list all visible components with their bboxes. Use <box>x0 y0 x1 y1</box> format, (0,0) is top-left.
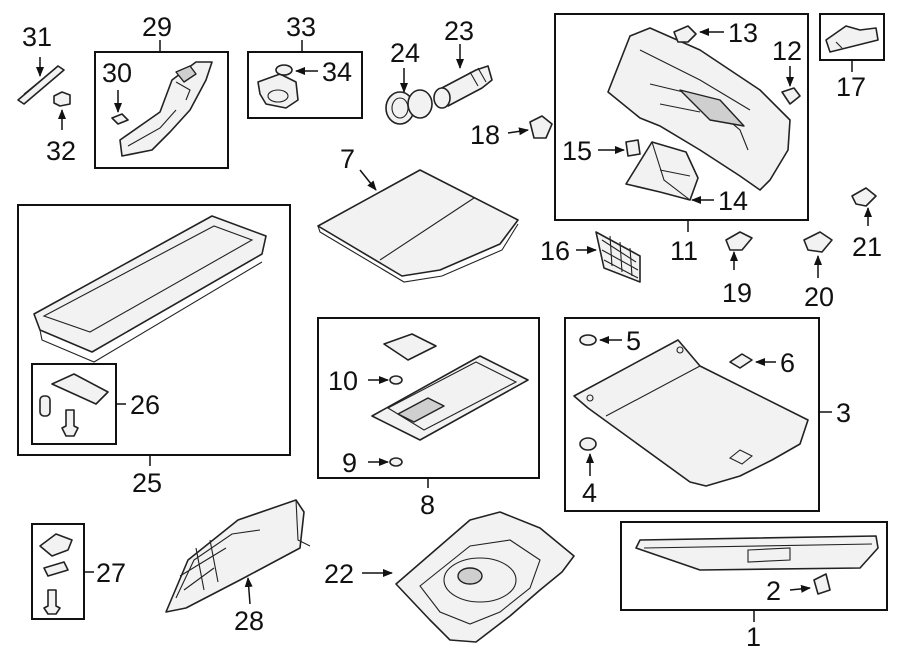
callout-20: 20 <box>804 282 834 312</box>
callout-17: 17 <box>836 72 866 102</box>
callout-21: 21 <box>852 232 882 262</box>
part-33-lamp-housing <box>257 73 299 109</box>
callout-34: 34 <box>322 57 352 87</box>
part-22-spare-tire-well <box>395 511 575 643</box>
part-2-clip <box>813 573 831 595</box>
callout-10: 10 <box>328 366 358 396</box>
leader-28 <box>244 577 253 605</box>
callout-1: 1 <box>746 622 761 652</box>
callout-5: 5 <box>626 326 641 356</box>
callout-8: 8 <box>420 490 435 520</box>
part-28-side-storage-bin <box>165 499 311 613</box>
part-18-clip <box>529 115 553 139</box>
group-box-3 <box>564 317 820 512</box>
part-13-clip <box>673 25 697 43</box>
part-16-cargo-net <box>595 231 641 283</box>
part-14-bracket <box>625 141 699 201</box>
leader-2 <box>789 584 811 593</box>
callout-3: 3 <box>836 398 851 428</box>
callout-24: 24 <box>390 38 420 68</box>
leader-7 <box>359 169 377 191</box>
callout-7: 7 <box>340 144 355 174</box>
part-6-hook <box>729 353 753 369</box>
callout-32: 32 <box>46 136 76 166</box>
part-25-cargo-cover <box>33 215 267 363</box>
callout-14: 14 <box>718 186 748 216</box>
part-17-bracket <box>825 25 879 53</box>
callout-30: 30 <box>102 58 132 88</box>
callout-33: 33 <box>286 12 316 42</box>
group-box-11 <box>554 13 809 221</box>
group-box-25 <box>17 204 291 456</box>
part-27-hardware <box>39 533 73 615</box>
leader-18 <box>507 127 529 136</box>
callout-25: 25 <box>132 468 162 498</box>
callout-4: 4 <box>582 478 597 508</box>
part-4-clip <box>579 437 597 451</box>
callout-12: 12 <box>772 36 802 66</box>
group-box-33 <box>247 51 363 119</box>
part-24-socket-ring <box>385 89 433 125</box>
part-10-clip <box>389 375 403 385</box>
part-34-bulb <box>275 64 293 76</box>
callout-31: 31 <box>22 22 52 52</box>
part-19-clip <box>725 231 753 251</box>
part-12-clip <box>781 87 801 105</box>
group-box-29 <box>94 51 229 169</box>
callout-29: 29 <box>142 12 172 42</box>
callout-23: 23 <box>444 16 474 46</box>
callout-27: 27 <box>96 558 126 588</box>
callout-2: 2 <box>766 576 781 606</box>
part-8-lid <box>383 333 437 361</box>
callout-28: 28 <box>234 606 264 636</box>
part-20-clip <box>803 231 833 253</box>
part-31-trim-clip <box>17 65 65 105</box>
part-8-storage-tray <box>371 355 529 441</box>
callout-11: 11 <box>670 236 698 266</box>
callout-9: 9 <box>342 448 357 478</box>
part-9-clip <box>389 457 403 467</box>
part-7-load-floor-panel <box>317 169 519 283</box>
part-11-quarter-trim-panel <box>607 27 791 191</box>
part-1-sill-plate <box>635 535 879 571</box>
callout-22: 22 <box>324 559 354 589</box>
part-23-power-outlet <box>433 65 493 109</box>
part-29-side-trim-panel <box>119 61 213 157</box>
part-5-clip <box>579 334 597 346</box>
callout-13: 13 <box>728 18 758 48</box>
part-3-cargo-floor-mat <box>573 339 809 487</box>
part-26-hardware <box>39 373 109 437</box>
part-15-clip <box>625 139 641 157</box>
part-21-clip <box>851 187 877 207</box>
callout-15: 15 <box>562 136 592 166</box>
part-30-clip <box>111 113 129 125</box>
callout-6: 6 <box>780 348 795 378</box>
callout-16: 16 <box>540 236 570 266</box>
part-32-clip <box>53 91 71 107</box>
callout-19: 19 <box>722 278 752 308</box>
callout-18: 18 <box>470 120 500 150</box>
callout-26: 26 <box>130 390 160 420</box>
